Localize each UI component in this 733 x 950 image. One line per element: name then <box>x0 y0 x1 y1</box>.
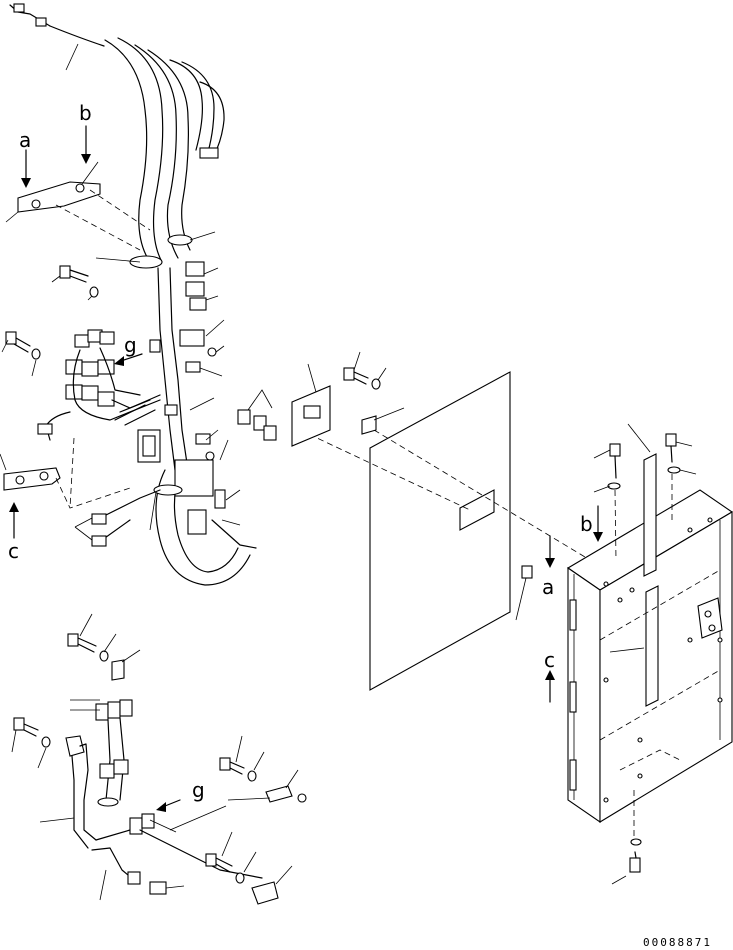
sub-harness <box>11 613 307 905</box>
cover-panel <box>291 351 591 691</box>
controller-box <box>545 423 733 885</box>
relay-cluster <box>37 329 178 441</box>
view-label-g-lower: g <box>192 778 205 802</box>
view-label-a-right: a <box>542 575 554 599</box>
view-label-a-top: a <box>19 128 31 152</box>
bracket-a <box>5 161 151 251</box>
bolt-lower-4 <box>205 831 293 905</box>
bolt-lower-2 <box>11 717 51 769</box>
main-wiring-harness <box>0 3 277 586</box>
bolt-lower-3 <box>219 735 307 803</box>
view-label-c-left: c <box>8 539 19 563</box>
bracket-c <box>0 437 131 509</box>
view-label-b-right: b <box>580 512 593 536</box>
bolt-lower-1 <box>67 613 141 681</box>
view-label-c-right: c <box>544 648 555 672</box>
bolt-upper-2 <box>1 331 41 377</box>
view-label-b-top: b <box>79 101 92 125</box>
view-arrows-left <box>9 125 91 539</box>
bolt-upper-1 <box>51 265 99 301</box>
drawing-code: 00088871 <box>643 936 712 949</box>
view-label-g-upper: g <box>124 333 137 357</box>
connector-pair <box>237 389 277 441</box>
